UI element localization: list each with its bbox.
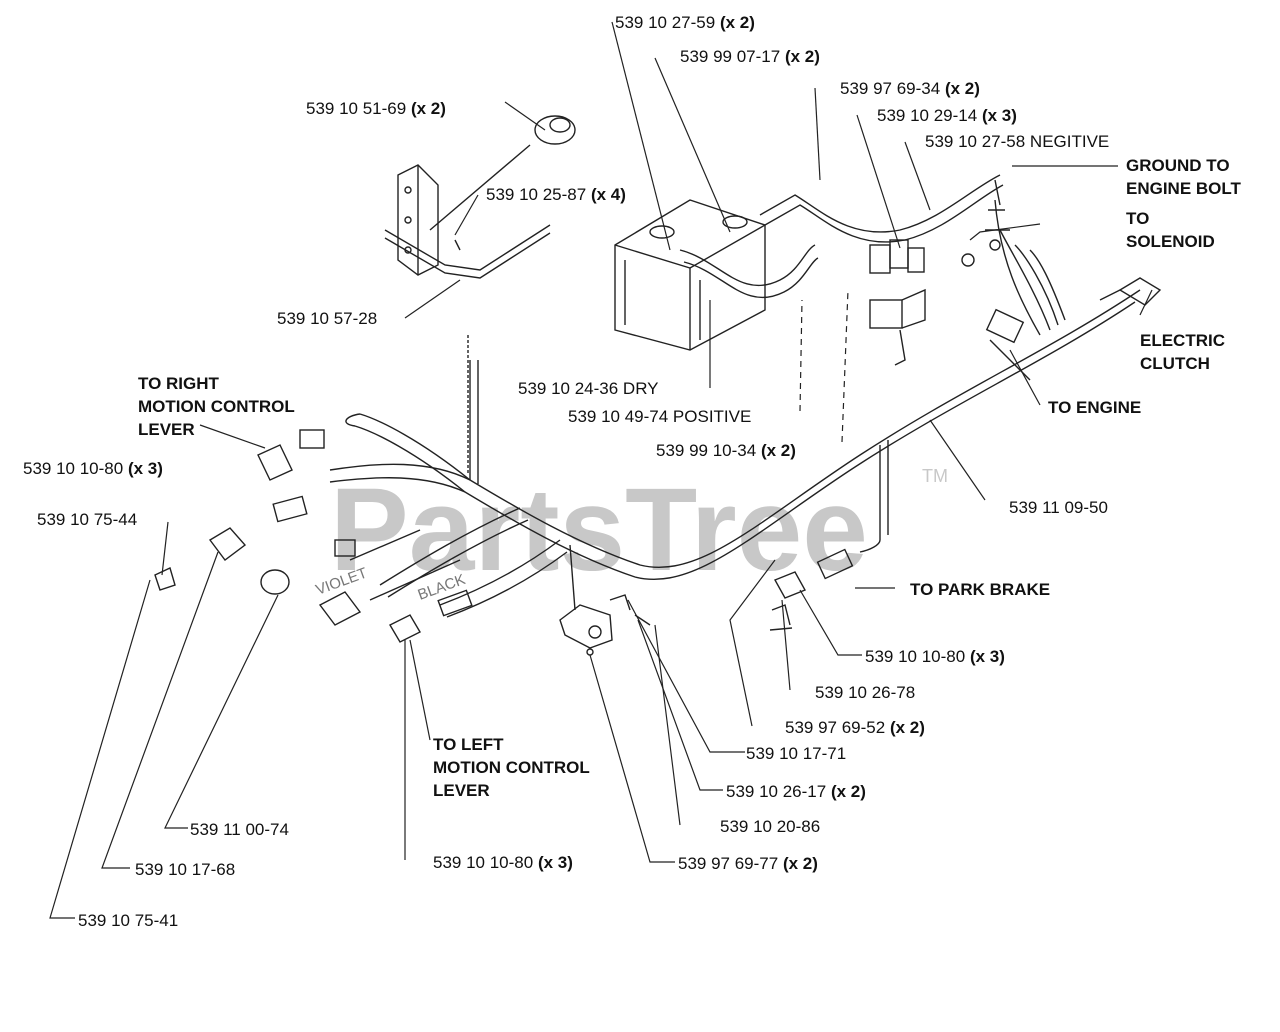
- part-label: 539 10 49-74 POSITIVE: [568, 407, 751, 426]
- part-label: 539 10 25-87 (x 4): [486, 185, 626, 204]
- leader-lines: [49, 21, 1153, 919]
- part-label: 539 97 69-52 (x 2): [785, 718, 925, 737]
- callout-right-motion-lever: TO RIGHT MOTION CONTROL LEVER: [138, 374, 299, 439]
- battery-cables: [679, 174, 1004, 299]
- right-motion-connectors: [154, 429, 362, 626]
- part-labels: 539 10 27-59 (x 2) 539 99 07-17 (x 2) 53…: [23, 13, 1109, 930]
- part-label: 539 97 69-77 (x 2): [678, 854, 818, 873]
- callout-to-park-brake: TO PARK BRAKE: [910, 580, 1050, 599]
- part-label: 539 11 00-74: [190, 820, 289, 839]
- battery: [614, 199, 766, 351]
- part-label: 539 10 26-78: [815, 683, 915, 702]
- part-label: 539 10 75-41: [78, 911, 178, 930]
- left-motion-connectors: [389, 589, 473, 643]
- part-label: 539 10 10-80 (x 3): [433, 853, 573, 872]
- part-label: 539 11 09-50: [1009, 498, 1108, 517]
- diagram-illustration: [154, 115, 1162, 656]
- part-label: 539 10 17-68: [135, 860, 235, 879]
- main-harness: [329, 199, 1141, 618]
- part-label: 539 10 51-69 (x 2): [306, 99, 446, 118]
- part-label: 539 10 24-36 DRY: [518, 379, 659, 398]
- seat-switch-bracket: [559, 544, 651, 656]
- part-label: 539 10 75-44: [37, 510, 137, 529]
- callout-to-solenoid: TO SOLENOID: [1126, 209, 1215, 251]
- watermark-text: PartsTree: [330, 464, 868, 596]
- part-label: 539 97 69-34 (x 2): [840, 79, 980, 98]
- bracket-assembly: [384, 115, 576, 279]
- clutch-connector: [1099, 277, 1162, 306]
- solenoid: [869, 239, 926, 366]
- part-label: 539 10 27-58 NEGITIVE: [925, 132, 1109, 151]
- part-label: 539 10 27-59 (x 2): [615, 13, 755, 32]
- wire-name-markers: [349, 529, 461, 601]
- callout-ground-engine-bolt: GROUND TO ENGINE BOLT: [1126, 156, 1242, 198]
- ground-bolt: [961, 179, 1010, 267]
- park-brake-switch: [769, 548, 854, 631]
- part-label: 539 10 10-80 (x 3): [23, 459, 163, 478]
- part-label: 539 10 17-71: [746, 744, 846, 763]
- callout-labels: GROUND TO ENGINE BOLT TO SOLENOID ELECTR…: [138, 156, 1242, 800]
- part-label: 539 99 07-17 (x 2): [680, 47, 820, 66]
- part-label: 539 99 10-34 (x 2): [656, 441, 796, 460]
- part-label: 539 10 10-80 (x 3): [865, 647, 1005, 666]
- callout-left-motion-lever: TO LEFT MOTION CONTROL LEVER: [433, 735, 594, 800]
- part-label: 539 10 20-86: [720, 817, 820, 836]
- part-label: 539 10 26-17 (x 2): [726, 782, 866, 801]
- callout-to-engine: TO ENGINE: [1048, 398, 1141, 417]
- part-label: 539 10 29-14 (x 3): [877, 106, 1017, 125]
- watermark-trademark: TM: [922, 466, 948, 486]
- callout-electric-clutch: ELECTRIC CLUTCH: [1140, 331, 1230, 373]
- part-label: 539 10 57-28: [277, 309, 377, 328]
